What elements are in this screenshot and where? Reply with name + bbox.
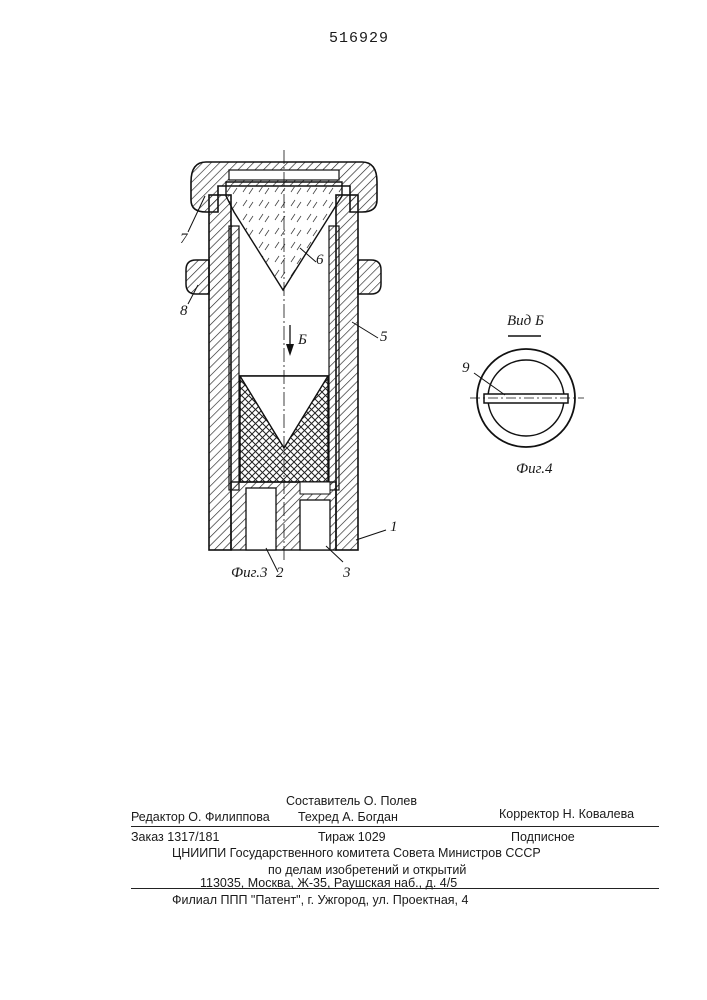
label-6: 6 — [316, 252, 324, 269]
channel-3 — [300, 500, 330, 550]
slot-bar — [484, 394, 568, 403]
org-line-1: ЦНИИПИ Государственного комитета Совета … — [172, 846, 541, 860]
sleeve-left — [229, 226, 239, 490]
order: Заказ 1317/181 — [131, 830, 219, 844]
label-8: 8 — [180, 303, 188, 320]
editor: Редактор О. Филиппова — [131, 810, 270, 824]
footer-rule-bottom — [131, 888, 659, 889]
figure-3-drawing — [186, 150, 386, 572]
label-1: 1 — [390, 519, 398, 536]
figure-4-caption: Фиг.4 — [516, 461, 552, 478]
branch: Филиал ППП "Патент", г. Ужгород, ул. Про… — [172, 893, 468, 907]
label-3: 3 — [343, 565, 351, 582]
lug-left — [186, 260, 209, 294]
footer-rule-top — [131, 826, 659, 827]
label-2: 2 — [276, 565, 284, 582]
label-arrow-b: Б — [298, 332, 307, 349]
compiler: Составитель О. Полев — [286, 794, 417, 808]
body-left-wall — [209, 195, 231, 550]
figure-3-caption: Фиг.3 — [231, 565, 267, 582]
subscription: Подписное — [511, 830, 575, 844]
sleeve-right — [329, 226, 339, 490]
tech-editor: Техред А. Богдан — [298, 810, 398, 824]
channel-2 — [246, 488, 276, 550]
lug-right — [358, 260, 381, 294]
corrector: Корректор Н. Ковалева — [499, 807, 634, 821]
label-7: 7 — [180, 231, 188, 248]
org-line-2: по делам изобретений и открытий — [268, 863, 466, 877]
circulation: Тираж 1029 — [318, 830, 386, 844]
figure-4-view-title: Вид Б — [507, 313, 544, 330]
label-9: 9 — [462, 360, 470, 377]
label-5: 5 — [380, 329, 388, 346]
figure-4-drawing — [470, 336, 584, 447]
